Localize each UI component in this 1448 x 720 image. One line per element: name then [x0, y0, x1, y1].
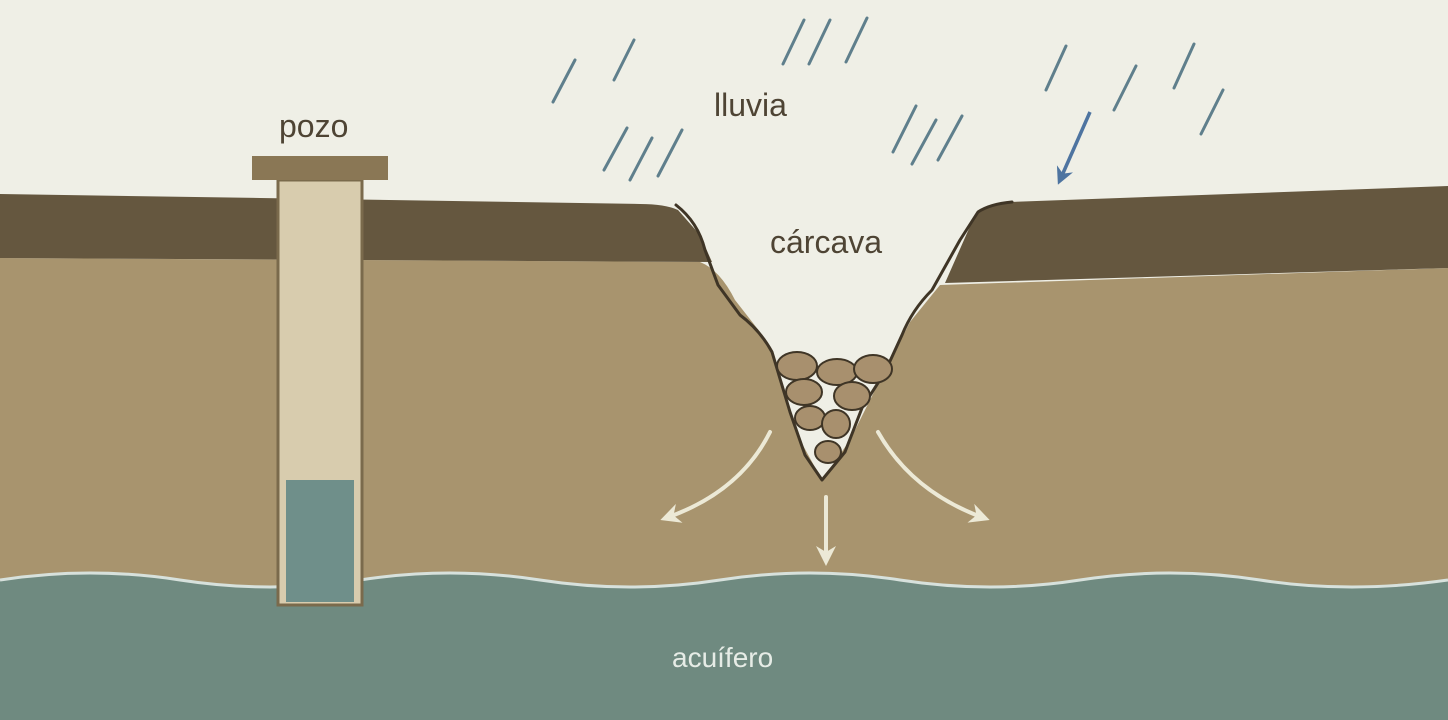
well-label: pozo	[279, 108, 349, 144]
well-water	[286, 480, 354, 602]
rain-streak	[844, 16, 869, 64]
rain-streak	[910, 118, 938, 166]
rain	[551, 16, 1225, 182]
rain-streak	[807, 18, 832, 66]
rain-streak	[891, 104, 918, 154]
rain-streak	[1112, 64, 1138, 112]
stone	[853, 354, 893, 384]
well-cap	[252, 156, 388, 180]
stone	[833, 381, 871, 411]
gully-stones	[776, 351, 893, 464]
rain-streak	[1199, 88, 1225, 136]
rain-streak	[551, 58, 577, 104]
aquifer-label: acuífero	[672, 642, 774, 673]
rain-streak	[602, 126, 629, 172]
infiltration-arrow-icon	[660, 430, 772, 523]
stone	[776, 351, 818, 381]
rain-streak	[781, 18, 806, 66]
aquifer-layer	[0, 573, 1448, 720]
well	[252, 156, 388, 607]
stone	[821, 409, 851, 439]
rain-streak	[656, 128, 684, 178]
rain-label: lluvia	[714, 87, 787, 123]
runoff-arrow-icon	[1056, 111, 1092, 185]
stone	[785, 378, 823, 406]
rain-streak	[1172, 42, 1196, 90]
gully-label: cárcava	[770, 224, 883, 260]
rain-streak	[1044, 44, 1068, 92]
stone	[794, 405, 826, 431]
water-table-line	[0, 571, 1448, 589]
stone	[814, 440, 842, 464]
rain-streak	[612, 38, 636, 82]
infiltration-arrows	[660, 430, 990, 566]
infiltration-arrow-icon	[876, 430, 990, 523]
gully-outline	[674, 200, 1014, 482]
rain-streak	[936, 114, 964, 162]
rain-streak	[628, 136, 654, 182]
